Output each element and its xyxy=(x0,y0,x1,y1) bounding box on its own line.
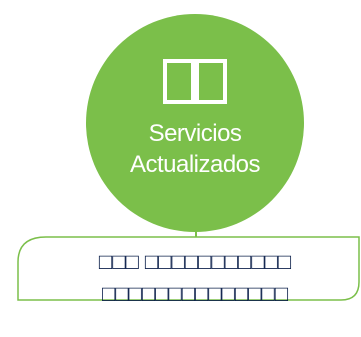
services-node-title-line1: Servicios xyxy=(148,120,242,147)
description-card-line1: □□□ □□□□□□□□□□□ xyxy=(98,249,292,274)
window-icon xyxy=(163,59,227,104)
services-node-title: Servicios Actualizados xyxy=(86,118,304,180)
connector-line xyxy=(195,224,197,237)
description-card-line2: □□□□□□□□□□□□□□ xyxy=(101,281,289,306)
services-node-title-line2: Actualizados xyxy=(129,151,261,178)
description-card-text: □□□ □□□□□□□□□□□ □□□□□□□□□□□□□□ xyxy=(40,246,350,310)
services-node: Servicios Actualizados xyxy=(86,14,304,232)
